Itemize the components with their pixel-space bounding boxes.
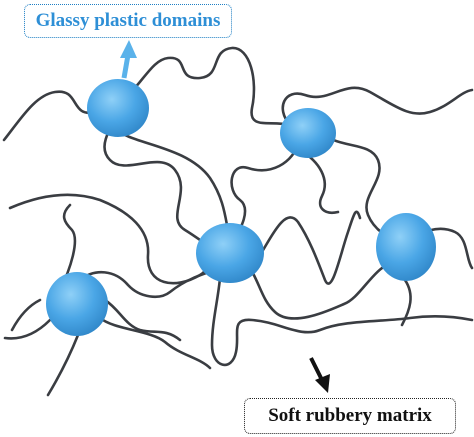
polymer-chain — [210, 276, 474, 366]
soft-arrow — [309, 357, 330, 393]
polymer-chain — [103, 298, 182, 342]
glassy-arrow — [120, 40, 137, 79]
polymer-chain — [258, 210, 362, 285]
polymer-chain — [10, 298, 42, 332]
polymer-chain — [230, 138, 302, 247]
polymer-chain — [98, 316, 212, 370]
polymer-chain — [78, 268, 217, 299]
glassy-domain — [46, 272, 108, 336]
polymer-chain — [46, 333, 80, 397]
polymer-chain — [58, 203, 77, 292]
polymer-chain — [400, 278, 412, 327]
polymer-chain — [298, 148, 340, 214]
glassy-domain — [87, 79, 149, 137]
polymer-chain — [248, 260, 394, 320]
glassy-plastic-domains-label: Glassy plastic domains — [24, 4, 232, 38]
polymer-chain — [118, 46, 292, 127]
glassy-domain — [376, 213, 436, 281]
glassy-domain — [196, 223, 264, 283]
polymer-chain — [103, 116, 217, 252]
polymer-chain — [8, 193, 217, 285]
soft-rubbery-matrix-label: Soft rubbery matrix — [244, 398, 456, 434]
glassy-domains — [46, 79, 436, 336]
glassy-domain — [280, 108, 336, 158]
polymer-chain — [281, 86, 474, 127]
polymer-chain — [3, 318, 52, 340]
